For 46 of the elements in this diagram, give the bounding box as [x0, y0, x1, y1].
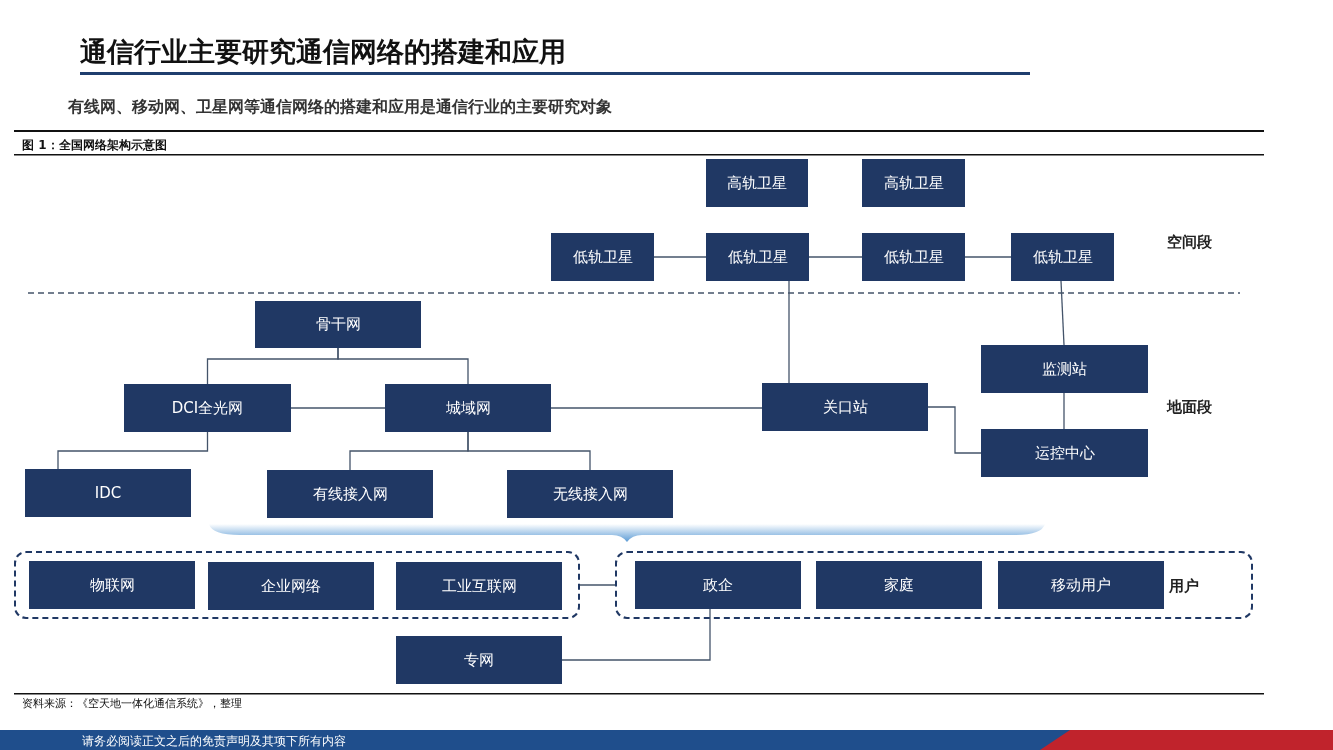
- network-box: 无线接入网: [507, 470, 673, 518]
- network-box: 企业网络: [208, 562, 374, 610]
- dashed-group-frame: [14, 551, 580, 619]
- network-box: DCI全光网: [124, 384, 291, 432]
- connector-line: [808, 256, 863, 258]
- network-box: 低轨卫星: [862, 233, 965, 281]
- segment-label: 空间段: [1167, 233, 1212, 252]
- source-note: 资料来源：《空天地一体化通信系统》，整理: [22, 696, 242, 711]
- connector-line: [579, 584, 616, 586]
- figure-title: 图 1：全国网络架构示意图: [22, 137, 167, 154]
- network-box: 城域网: [385, 384, 551, 432]
- network-box: 低轨卫星: [706, 233, 809, 281]
- subtitle: 有线网、移动网、卫星网等通信网络的搭建和应用是通信行业的主要研究对象: [68, 97, 612, 118]
- network-box: IDC: [25, 469, 191, 517]
- network-box: 运控中心: [981, 429, 1148, 477]
- network-box: 工业互联网: [396, 562, 562, 610]
- connector-line: [561, 608, 711, 661]
- network-box: 专网: [396, 636, 562, 684]
- group-label: 用户: [1169, 577, 1199, 596]
- network-box: 关口站: [762, 383, 928, 431]
- network-box: 有线接入网: [267, 470, 433, 518]
- connector-line: [1060, 280, 1065, 346]
- network-box: 监测站: [981, 345, 1148, 393]
- connector-line: [964, 256, 1012, 258]
- connector-line: [550, 407, 763, 409]
- page-title: 通信行业主要研究通信网络的搭建和应用: [80, 35, 566, 69]
- network-box: 家庭: [816, 561, 982, 609]
- connector-line: [57, 431, 209, 470]
- footer-note: 请务必阅读正文之后的免责声明及其项下所有内容: [82, 733, 346, 750]
- network-box: 高轨卫星: [862, 159, 965, 207]
- connector-line: [1063, 392, 1065, 430]
- network-box: 骨干网: [255, 301, 421, 348]
- connector-line: [653, 256, 707, 258]
- network-box: 物联网: [29, 561, 195, 609]
- network-box: 低轨卫星: [551, 233, 654, 281]
- network-box: 政企: [635, 561, 801, 609]
- connector-line: [467, 431, 591, 471]
- connector-line: [788, 280, 790, 384]
- segment-label: 地面段: [1167, 398, 1212, 417]
- network-box: 低轨卫星: [1011, 233, 1114, 281]
- network-box: 移动用户: [998, 561, 1164, 609]
- connector-line: [927, 406, 982, 454]
- connector-line: [290, 407, 386, 409]
- dashed-group-frame: [615, 551, 1253, 619]
- connector-line: [337, 347, 469, 385]
- network-box: 高轨卫星: [706, 159, 808, 207]
